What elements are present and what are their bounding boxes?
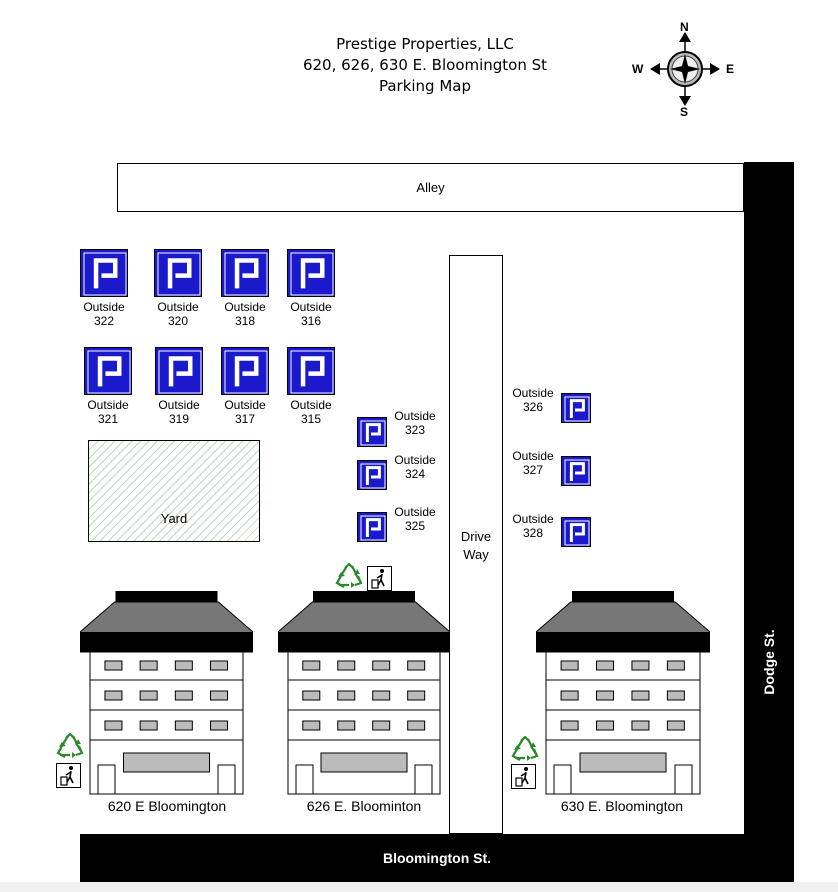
parking-sign-icon <box>155 347 203 395</box>
parking-sign-icon <box>221 347 269 395</box>
yard-label: Yard <box>160 511 188 526</box>
parking-spot-number: 327 <box>522 463 544 477</box>
parking-spot-number: 316 <box>300 314 322 328</box>
building <box>536 590 710 795</box>
recycle-icon <box>511 735 539 767</box>
parking-spot-number: 324 <box>404 467 426 481</box>
parking-sign-icon <box>561 456 591 486</box>
parking-spot-number: 320 <box>167 314 189 328</box>
parking-spot-number: 323 <box>404 423 426 437</box>
parking-spot-number: 328 <box>522 526 544 540</box>
property-addresses: 620, 626, 630 E. Bloomington St <box>302 56 548 74</box>
building-name: 626 E. Bloominton <box>306 798 422 814</box>
driveway-label: Drive Way <box>450 528 502 564</box>
parking-spot-number: 326 <box>522 400 544 414</box>
parking-spot-caption: Outside <box>394 505 436 519</box>
map-subtitle: Parking Map <box>378 77 472 95</box>
alley-label: Alley <box>416 180 445 195</box>
parking-spot-caption: Outside <box>512 512 554 526</box>
parking-spot-caption: Outside <box>158 398 200 412</box>
parking-spot-number: 319 <box>168 412 190 426</box>
parking-sign-icon <box>287 347 335 395</box>
parking-spot-caption: Outside <box>512 449 554 463</box>
dodge-street: Dodge St. <box>744 162 794 834</box>
parking-spot-number: 318 <box>234 314 256 328</box>
compass-east-label: E <box>726 62 735 76</box>
compass-rose-icon: N S W E <box>630 20 740 120</box>
parking-spot-number: 321 <box>97 412 119 426</box>
bottom-margin <box>0 882 838 892</box>
parking-sign-icon <box>287 249 335 297</box>
parking-spot-caption: Outside <box>224 398 266 412</box>
dodge-street-label: Dodge St. <box>761 629 777 695</box>
trash-can-icon <box>56 763 81 793</box>
compass-west-label: W <box>632 62 644 76</box>
driveway-label-line2: Way <box>463 547 489 562</box>
parking-sign-icon <box>154 249 202 297</box>
building-name: 630 E. Bloomington <box>560 798 684 814</box>
compass-south-label: S <box>680 105 689 119</box>
parking-spot-caption: Outside <box>83 300 125 314</box>
parking-spot-number: 322 <box>93 314 115 328</box>
parking-spot-caption: Outside <box>512 386 554 400</box>
parking-sign-icon <box>357 460 387 490</box>
parking-spot-caption: Outside <box>394 453 436 467</box>
yard: Yard <box>88 440 260 542</box>
recycle-icon <box>335 562 363 594</box>
parking-spot-caption: Outside <box>157 300 199 314</box>
parking-sign-icon <box>80 249 128 297</box>
parking-spot-caption: Outside <box>394 409 436 423</box>
parking-spot-caption: Outside <box>290 300 332 314</box>
parking-sign-icon <box>357 512 387 542</box>
parking-sign-icon <box>561 517 591 547</box>
parking-spot-caption: Outside <box>87 398 129 412</box>
parking-spot-number: 315 <box>300 412 322 426</box>
parking-spot-number: 325 <box>404 519 426 533</box>
driveway: Drive Way <box>449 255 503 834</box>
recycle-icon <box>56 732 84 764</box>
map-title: Prestige Properties, LLC 620, 626, 630 E… <box>250 34 600 97</box>
trash-can-icon <box>511 764 536 794</box>
parking-sign-icon <box>84 347 132 395</box>
company-name: Prestige Properties, LLC <box>336 35 514 53</box>
parking-sign-icon <box>561 393 591 423</box>
parking-sign-icon <box>357 417 387 447</box>
driveway-label-line1: Drive <box>460 529 492 544</box>
compass-north-label: N <box>680 20 689 34</box>
building <box>278 590 450 795</box>
parking-sign-icon <box>221 249 269 297</box>
building <box>80 590 253 795</box>
parking-spot-caption: Outside <box>290 398 332 412</box>
bloomington-street: Bloomington St. <box>80 834 794 882</box>
building-name: 620 E Bloomington <box>107 798 227 814</box>
parking-spot-caption: Outside <box>224 300 266 314</box>
parking-spot-number: 317 <box>234 412 256 426</box>
bloomington-street-label: Bloomington St. <box>382 850 492 866</box>
trash-can-icon <box>367 566 392 596</box>
alley: Alley <box>117 163 744 212</box>
